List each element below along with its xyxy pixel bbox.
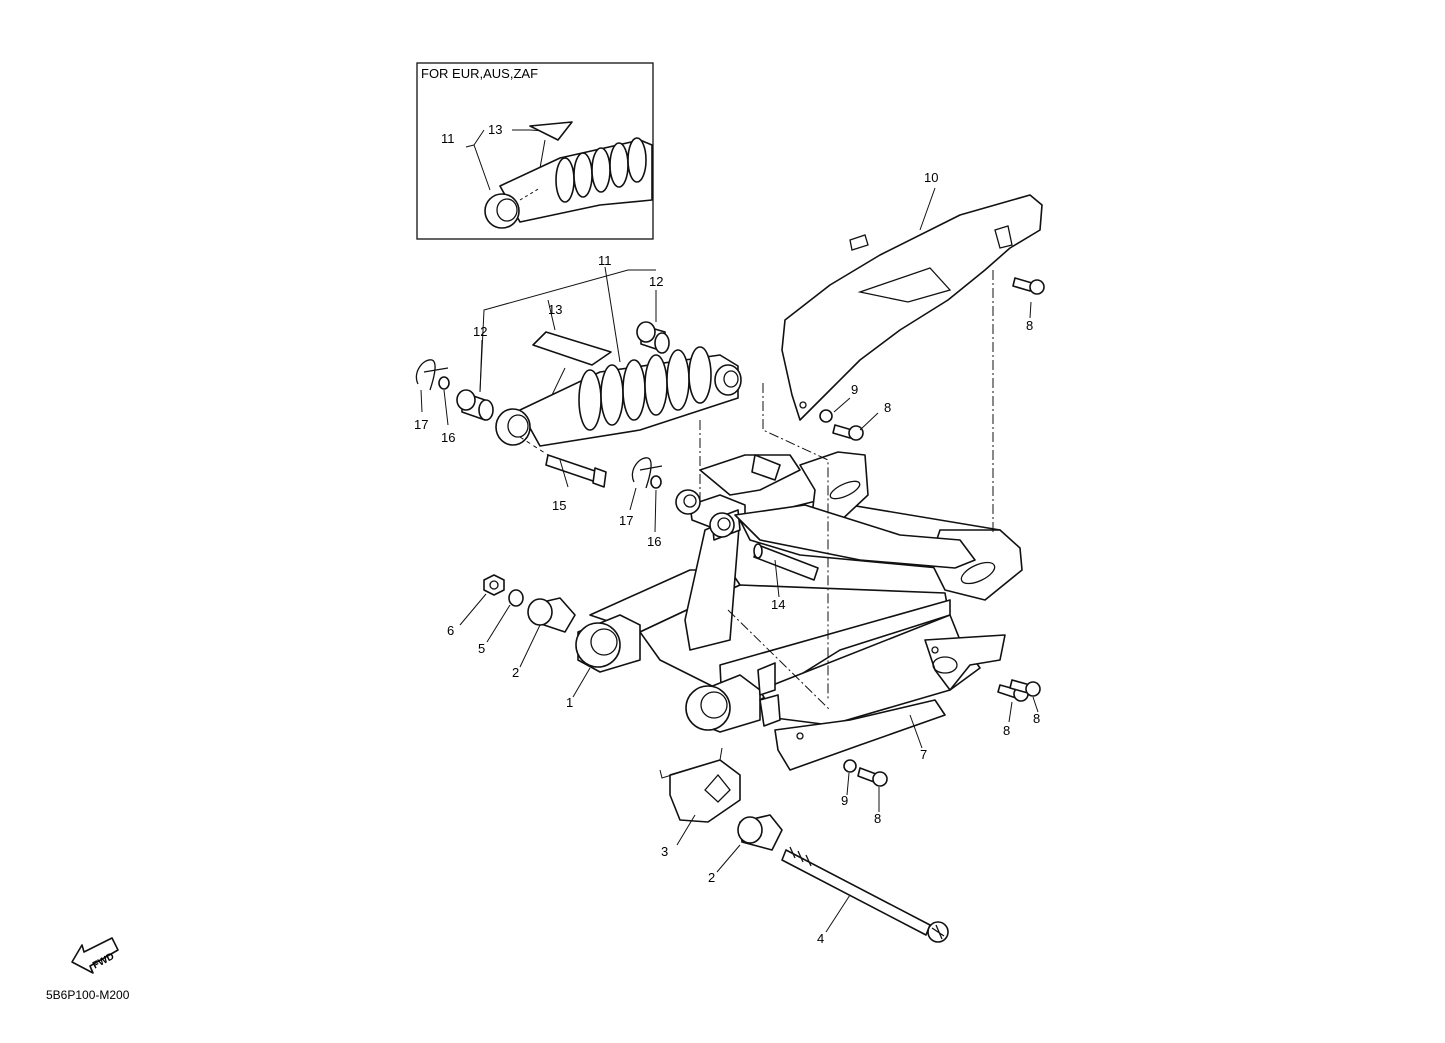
swingarm-rear-arm	[575, 451, 1023, 771]
callout-8-guard-b: 8	[1033, 711, 1040, 726]
callout-17-left: 17	[414, 417, 428, 432]
callout-5: 5	[478, 641, 485, 656]
callout-inset-11: 11	[441, 131, 455, 146]
bushing-bracket-3	[659, 747, 741, 823]
chain-case-cover-10	[781, 194, 1043, 421]
washer-9-top	[819, 409, 833, 423]
bolt-8-top	[1012, 277, 1045, 295]
bushing-2-lower	[737, 814, 783, 851]
callout-8-top: 8	[1026, 318, 1033, 333]
callout-15: 15	[552, 498, 566, 513]
callout-6: 6	[447, 623, 454, 638]
callout-8-chaincase: 8	[884, 400, 891, 415]
callout-12-left: 12	[473, 324, 487, 339]
bolt-8-chaincase	[832, 424, 864, 441]
callout-16-left: 16	[441, 430, 455, 445]
shock-lower-eye	[495, 408, 531, 446]
callout-12-right: 12	[649, 274, 663, 289]
callout-14: 14	[771, 597, 785, 612]
callout-inset-13: 13	[488, 122, 502, 137]
callout-8-bottom: 8	[874, 811, 881, 826]
bolt-8-bottom	[857, 767, 888, 787]
callout-4: 4	[817, 931, 824, 946]
washer-9-bottom	[843, 759, 857, 773]
bushing-2-upper	[527, 597, 576, 633]
pivot-shaft-14	[753, 543, 819, 581]
inset-eur-aus-zaf: FOR EUR,AUS,ZAF 11 13	[416, 62, 654, 240]
axle-bolt-4	[781, 846, 949, 943]
fwd-arrow-icon: FWD	[71, 937, 119, 974]
pivot-tube-right	[685, 685, 731, 731]
inset-title: FOR EUR,AUS,ZAF	[421, 66, 538, 81]
callout-8-guard-a: 8	[1003, 723, 1010, 738]
washer-16-right	[650, 475, 662, 489]
cotter-pin-17-left	[415, 359, 449, 391]
callout-10: 10	[924, 170, 938, 185]
washer-16-left	[438, 376, 450, 390]
callout-13: 13	[548, 302, 562, 317]
callout-11: 11	[598, 253, 612, 268]
inset-label-sticker-shape	[529, 121, 573, 141]
diagram-code: 5B6P100-M200	[46, 988, 130, 1002]
washer-5	[508, 589, 524, 607]
rear-shock-absorber-assembly	[415, 266, 742, 488]
callout-16-right: 16	[647, 534, 661, 549]
bolt-8-guard-b	[1009, 679, 1041, 697]
inset-shock-absorber	[484, 137, 653, 229]
callout-3: 3	[661, 844, 668, 859]
pivot-tube-left	[575, 622, 621, 668]
callout-2-lower: 2	[708, 870, 715, 885]
callout-17-right: 17	[619, 513, 633, 528]
callout-7: 7	[920, 747, 927, 762]
label-sticker-13	[532, 331, 612, 366]
cotter-pin-17-right	[631, 457, 663, 489]
callout-9-top: 9	[851, 382, 858, 397]
nut-6	[483, 574, 505, 596]
chain-guard-7	[774, 699, 946, 771]
callout-2-upper: 2	[512, 665, 519, 680]
bolt-15	[519, 436, 607, 488]
callout-9-bottom: 9	[841, 793, 848, 808]
callout-1: 1	[566, 695, 573, 710]
